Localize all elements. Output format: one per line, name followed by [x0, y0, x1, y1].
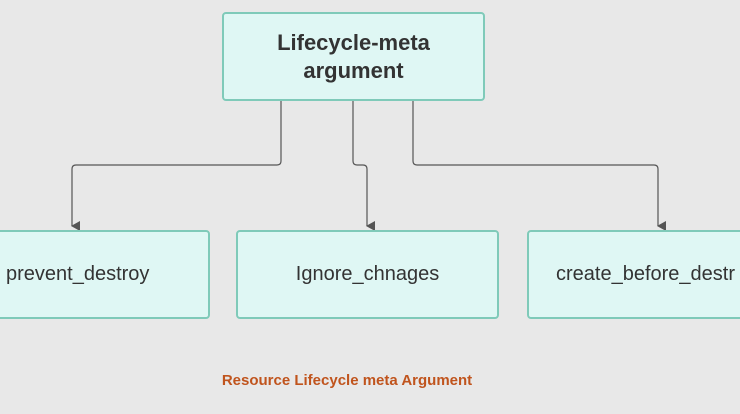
connector-root-to-prevent-destroy — [71, 101, 282, 231]
child-node-create-before-destroy: create_before_destr — [527, 230, 740, 319]
connector-root-to-create-before-destroy — [412, 101, 666, 231]
child-node-label: create_before_destr — [556, 263, 736, 285]
root-node-label: Lifecycle-meta argument — [277, 29, 430, 85]
child-node-label: prevent_destroy — [6, 263, 150, 285]
root-node-label-line1: Lifecycle-meta — [277, 29, 430, 55]
child-node-prevent-destroy: prevent_destroy — [0, 230, 210, 319]
root-node-lifecycle-meta-argument: Lifecycle-meta argument — [222, 12, 485, 101]
diagram-caption: Resource Lifecycle meta Argument — [221, 372, 473, 389]
child-node-label: Ignore_chnages — [295, 263, 440, 285]
connector-root-to-ignore-changes — [352, 101, 375, 231]
child-node-ignore-changes: Ignore_chnages — [236, 230, 499, 319]
root-node-label-line2: argument — [303, 57, 404, 83]
